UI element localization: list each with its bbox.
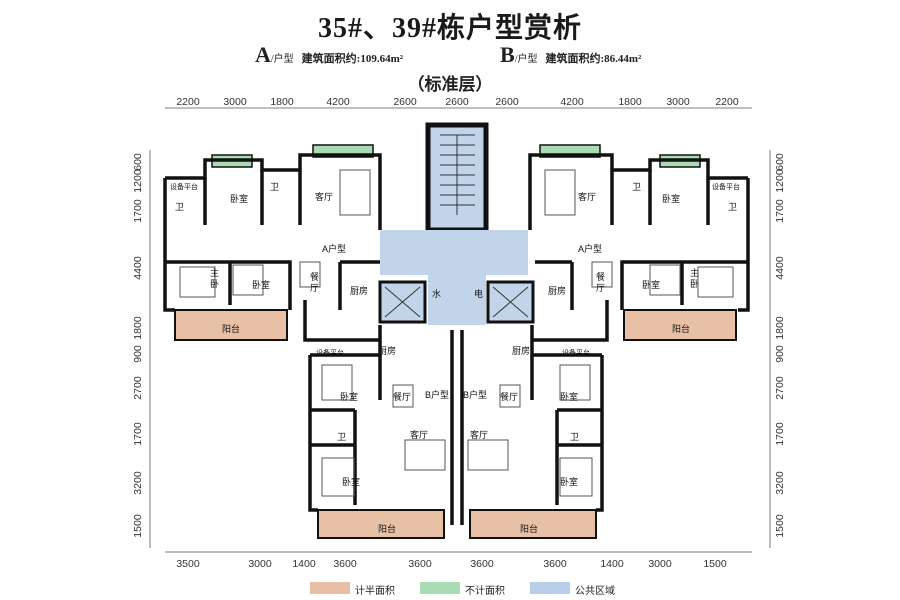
room-bedroom: 卧室 [642, 280, 661, 290]
room-bath: 卫 [270, 182, 280, 192]
bottom-dim: 3000 [648, 558, 672, 570]
balconies [174, 309, 737, 539]
room-bedroom: 卧室 [342, 477, 361, 487]
legend-swatch-half [310, 582, 350, 594]
unit-b-info: B/户型建筑面积约:86.44m² [500, 42, 641, 68]
room-balcony: 阳台 [378, 524, 397, 534]
dimension-lines [149, 107, 771, 553]
top-dim: 1800 [270, 96, 294, 108]
top-dim: 3000 [223, 96, 247, 108]
top-dim: 4200 [560, 96, 584, 108]
unit-b-letter: B [500, 42, 515, 67]
room-bedroom: 卧室 [560, 477, 579, 487]
unit-a-area: 建筑面积约:109.64m² [301, 53, 404, 65]
room-master: 主卧 [690, 268, 700, 289]
room-dining: 餐厅 [310, 272, 320, 293]
room-equip: 设备平台 [712, 184, 740, 191]
room-bath: 卫 [728, 202, 738, 212]
room-equip: 设备平台 [170, 184, 198, 191]
legend-label-excluded: 不计面积 [465, 586, 505, 597]
public-area [378, 122, 535, 325]
room-kitchen: 厨房 [548, 286, 567, 296]
room-bedroom: 卧室 [560, 392, 579, 402]
bottom-dim: 3600 [333, 558, 357, 570]
unit-a-letter: A [255, 42, 271, 67]
room-living: 客厅 [315, 192, 334, 202]
room-balcony: 阳台 [672, 324, 691, 334]
floor-label: （标准层） [407, 75, 493, 94]
room-bath: 卫 [632, 182, 642, 192]
room-master: 主卧 [210, 268, 220, 289]
excluded-areas [211, 144, 701, 168]
unit-b-sub: /户型 [514, 54, 538, 65]
bottom-dim: 3600 [408, 558, 432, 570]
room-kitchen: 厨房 [512, 346, 531, 356]
room-bath: 卫 [337, 432, 347, 442]
walls [163, 153, 750, 525]
room-dining: 餐厅 [500, 392, 519, 402]
room-bedroom: 卧室 [252, 280, 271, 290]
bottom-dim: 1400 [600, 558, 624, 570]
top-dim: 1800 [618, 96, 642, 108]
room-dining: 餐厅 [393, 392, 412, 402]
room-living: 客厅 [578, 192, 597, 202]
legend-swatch-public [530, 582, 570, 594]
unit-a-info: A/户型建筑面积约:109.64m² [255, 42, 403, 68]
bottom-dim: 1500 [703, 558, 727, 570]
top-dim: 3000 [666, 96, 690, 108]
top-dim: 2600 [495, 96, 519, 108]
room-kitchen: 厨房 [350, 286, 369, 296]
bottom-dim: 3500 [176, 558, 200, 570]
unit-b-label-right: B户型 [463, 390, 488, 400]
legend-label-half: 计半面积 [355, 586, 395, 597]
bottom-dim: 1400 [292, 558, 316, 570]
unit-a-label-right: A户型 [578, 244, 603, 254]
top-dim: 2200 [176, 96, 200, 108]
top-dim: 4200 [326, 96, 350, 108]
unit-a-label-left: A户型 [322, 244, 347, 254]
room-bedroom: 卧室 [340, 392, 359, 402]
room-bath: 卫 [570, 432, 580, 442]
room-living: 客厅 [410, 430, 429, 440]
unit-a-sub: /户型 [270, 54, 294, 65]
room-elec: 电 [474, 289, 484, 299]
top-dim: 2600 [445, 96, 469, 108]
legend-label-public: 公共区域 [575, 586, 615, 597]
room-balcony: 阳台 [222, 324, 241, 334]
bottom-dim: 3600 [470, 558, 494, 570]
page-title: 35#、39#栋户型赏析 [317, 13, 582, 44]
room-kitchen: 厨房 [378, 346, 397, 356]
room-bedroom: 卧室 [230, 194, 249, 204]
room-balcony: 阳台 [520, 524, 539, 534]
furniture [179, 169, 734, 497]
room-bath: 卫 [175, 202, 185, 212]
room-dining: 餐厅 [596, 272, 606, 293]
top-dim: 2200 [715, 96, 739, 108]
legend-swatch-excluded [420, 582, 460, 594]
unit-b-label-left: B户型 [425, 390, 450, 400]
top-dim: 2600 [393, 96, 417, 108]
room-bedroom: 卧室 [662, 194, 681, 204]
room-living: 客厅 [470, 430, 489, 440]
room-equip: 设备平台 [562, 350, 590, 357]
bottom-dim: 3600 [543, 558, 567, 570]
bottom-dim: 3000 [248, 558, 272, 570]
room-equip: 设备平台 [316, 350, 344, 357]
room-water: 水 [432, 289, 442, 299]
unit-b-area: 建筑面积约:86.44m² [545, 53, 642, 65]
